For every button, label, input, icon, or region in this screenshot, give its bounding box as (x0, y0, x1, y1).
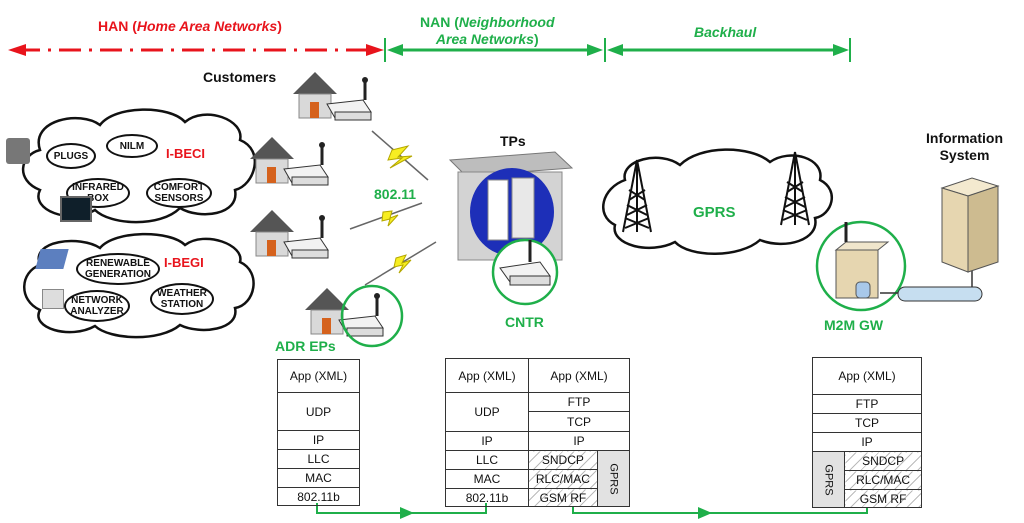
gprs-tag-text: GPRS (822, 463, 835, 496)
info-system-label: Information System (926, 130, 1003, 164)
gprs-cloud-label: GPRS (693, 204, 736, 221)
stack-layer: IP (445, 431, 529, 451)
arrowhead (400, 507, 414, 519)
stack-layer: IP (277, 430, 360, 450)
router-icon (283, 215, 329, 259)
stack-layer: TCP (528, 411, 630, 432)
comfort-sensors-bubble: COMFORT SENSORS (146, 178, 212, 208)
tps-label: TPs (500, 133, 526, 149)
house-icon (250, 137, 329, 186)
backhaul-label-italic: Backhaul (694, 24, 757, 40)
stack-layer: MAC (277, 468, 360, 488)
stack-layer: App (XML) (277, 359, 360, 393)
info-system-line2: System (939, 147, 990, 163)
m2m-gw-label: M2M GW (824, 317, 884, 333)
nan-label-italic1: Neighborhood (458, 14, 555, 30)
server-icon (940, 177, 1000, 273)
han-label-italic: Home Area Networks (136, 18, 278, 34)
cell-tower-icon (622, 159, 652, 233)
stack-layer: TCP (812, 413, 922, 433)
router-icon (499, 240, 551, 286)
house-icon (250, 210, 329, 259)
gprs-cloud (602, 148, 833, 255)
han-label: HAN (Home Area Networks) (98, 18, 282, 34)
adr-ep-protocol-stack: App (XML) UDP IP LLC MAC 802.11b (277, 359, 360, 506)
m2m-protocol-stack: App (XML) FTP TCP IP GPRS SNDCP RLC/MAC … (811, 357, 922, 508)
gprs-tag-text: GPRS (607, 462, 620, 495)
stack-layer: FTP (812, 394, 922, 414)
nan-range-arrow (384, 38, 606, 62)
network-link-pipe (880, 270, 983, 302)
gprs-tag: GPRS (811, 451, 846, 508)
wireless-link-icon (364, 241, 437, 286)
gprs-tag: GPRS (596, 450, 631, 507)
stack-layer: UDP (445, 392, 529, 432)
nan-label-suffix: ) (533, 31, 539, 47)
meter-icon (42, 289, 64, 309)
cntr-protocol-stack: App (XML) App (XML) UDP FTP TCP IP IP LL… (445, 358, 631, 507)
ibegi-title: I-BEGI (164, 255, 204, 270)
stack-layer: IP (812, 432, 922, 452)
house-icon (293, 72, 372, 121)
plugs-bubble: PLUGS (46, 143, 96, 169)
stack-layer: IP (528, 431, 630, 451)
stack-layer: App (XML) (812, 357, 922, 395)
m2m-gateway-icon (834, 222, 890, 299)
tv-icon (60, 196, 92, 222)
stack-layer: RLC/MAC (528, 469, 598, 489)
infrared-box-bubble: INFRARED BOX (66, 178, 130, 208)
weather-station-bubble: WEATHER STATION (150, 283, 214, 315)
adr-ep-highlight (340, 284, 404, 348)
washing-machine-icon (6, 138, 30, 164)
han-range-arrow (8, 44, 384, 56)
nan-label-prefix: NAN ( (420, 14, 459, 30)
stack-layer: LLC (277, 449, 360, 469)
backhaul-range-arrow (607, 38, 851, 62)
cell-tower-icon (780, 151, 810, 226)
nan-label-italic2: Area Networks (435, 31, 534, 47)
cntr-label: CNTR (505, 314, 544, 330)
router-icon (283, 142, 329, 186)
stack-layer: 802.11b (445, 488, 529, 507)
router-icon (326, 77, 372, 121)
link-arrow (572, 503, 868, 514)
nilm-bubble: NILM (106, 134, 158, 158)
stack-layer: MAC (445, 469, 529, 489)
arrowhead (698, 507, 712, 519)
stack-layer: LLC (445, 450, 529, 470)
info-system-line1: Information (926, 130, 1003, 146)
han-label-prefix: HAN ( (98, 18, 137, 34)
stack-layer: GSM RF (844, 489, 922, 508)
wireless-link-icon (349, 202, 423, 230)
stack-layer: SNDCP (844, 451, 922, 471)
stack-layer: FTP (528, 392, 630, 412)
nan-label: NAN (Neighborhood Area Networks) (420, 14, 555, 48)
stack-layer: 802.11b (277, 487, 360, 506)
stack-layer: App (XML) (445, 358, 529, 393)
backhaul-label: Backhaul (694, 24, 756, 40)
stack-layer: SNDCP (528, 450, 598, 470)
stack-layer: UDP (277, 392, 360, 431)
link-80211-label: 802.11 (374, 186, 417, 202)
stack-layer: RLC/MAC (844, 470, 922, 490)
network-analyzer-bubble: NETWORK ANALYZER (64, 290, 130, 322)
customers-label: Customers (203, 69, 277, 85)
renewable-generation-bubble: RENEWABLE GENERATION (76, 253, 160, 285)
adr-eps-label: ADR EPs (275, 338, 336, 354)
wireless-link-icon (371, 130, 429, 181)
han-label-suffix: ) (277, 18, 282, 34)
stack-layer: GSM RF (528, 488, 598, 507)
solar-panel-icon (35, 249, 69, 269)
ibeci-title: I-BECI (166, 146, 205, 161)
stack-layer: App (XML) (528, 358, 630, 393)
